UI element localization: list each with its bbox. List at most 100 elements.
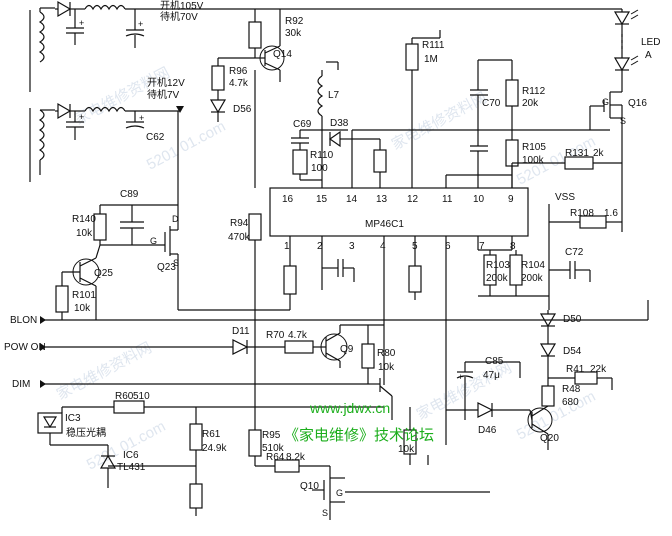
svg-text:R70: R70 [266, 330, 285, 341]
svg-text:4: 4 [380, 241, 386, 252]
svg-text:S: S [322, 508, 328, 518]
svg-text:R110: R110 [310, 150, 334, 161]
svg-text:R94: R94 [230, 218, 249, 229]
diode-d11 [232, 339, 249, 355]
svg-text:10: 10 [473, 194, 485, 205]
svg-text:R140: R140 [72, 214, 96, 225]
svg-text:C70: C70 [482, 98, 501, 109]
svg-text:Q20: Q20 [540, 433, 559, 444]
svg-text:2: 2 [317, 241, 323, 252]
svg-text:R103: R103 [486, 260, 510, 271]
svg-text:D54: D54 [563, 346, 582, 357]
inductor-symbol [84, 4, 126, 11]
svg-text:14: 14 [346, 194, 358, 205]
svg-text:9: 9 [508, 194, 514, 205]
svg-text:6: 6 [445, 241, 451, 252]
svg-text:+: + [138, 19, 143, 29]
svg-text:R96: R96 [229, 66, 248, 77]
svg-text:R64: R64 [266, 452, 285, 463]
svg-text:R104: R104 [521, 260, 545, 271]
signal-label-dim: DIM [12, 379, 30, 390]
svg-text:2k: 2k [593, 148, 605, 159]
svg-text:200k: 200k [521, 273, 544, 284]
r94: R94 470k [228, 213, 262, 430]
led-symbol [613, 11, 631, 26]
diode-symbol [57, 102, 72, 120]
svg-text:S: S [620, 116, 626, 126]
svg-text:R41: R41 [566, 364, 585, 375]
svg-text:L7: L7 [328, 90, 340, 101]
svg-text:510: 510 [133, 391, 150, 402]
svg-text:680: 680 [562, 397, 579, 408]
svg-text:Q23: Q23 [157, 262, 176, 273]
svg-text:7: 7 [479, 241, 485, 252]
svg-text:+: + [79, 18, 84, 28]
svg-text:Q14: Q14 [273, 49, 292, 60]
resistor-pin1 [283, 265, 297, 295]
signal-label-blon: BLON [10, 315, 37, 326]
diode-d46 [477, 402, 494, 418]
q14-stage: R92 30k Q14 R96 4.7k D56 [209, 9, 304, 188]
svg-text:R112: R112 [522, 86, 546, 97]
watermark-text: 5201 01.com [144, 118, 229, 174]
svg-text:4.7k: 4.7k [229, 78, 249, 89]
svg-text:100k: 100k [522, 155, 545, 166]
control-lines: BLON POW ON DIM [4, 300, 649, 390]
svg-text:稳压光耦: 稳压光耦 [66, 426, 106, 439]
transistor-q9 [320, 333, 348, 361]
svg-text:R61: R61 [202, 429, 221, 440]
ic-mp46c1: MP46C1 16 15 14 13 12 11 10 9 1 2 3 4 5 … [269, 174, 549, 445]
svg-text:G: G [336, 488, 343, 498]
led-symbol [613, 57, 631, 72]
q23-q25-stage: C89 R140 10k D G S Q23 Q25 R101 10k [55, 111, 179, 320]
svg-text:A: A [645, 50, 652, 61]
svg-text:R80: R80 [377, 348, 396, 359]
svg-text:13: 13 [376, 194, 388, 205]
diode-symbol [57, 0, 72, 18]
svg-text:C72: C72 [565, 247, 584, 258]
supply-label-standby: 待机70V [160, 10, 198, 23]
svg-text:Q9: Q9 [340, 344, 354, 355]
supply-label-on: 开机105V [160, 0, 204, 12]
svg-text:IC6: IC6 [123, 450, 139, 461]
resistor-r112 [505, 79, 519, 107]
q20-stage: + C85 47μ D46 Q20 D50 D54 R41 22k R48 68 [446, 310, 613, 450]
ic-top-pins: 16 15 14 13 12 11 10 9 [282, 194, 514, 205]
resistor-pin13 [373, 149, 387, 173]
svg-text:11: 11 [442, 194, 453, 205]
svg-text:S: S [173, 258, 179, 268]
svg-text:4.7k: 4.7k [288, 330, 308, 341]
resistor-r101 [55, 285, 69, 313]
svg-text:8.2k: 8.2k [286, 452, 306, 463]
resistor-r95 [248, 429, 262, 457]
svg-text:510k: 510k [262, 443, 285, 454]
svg-text:16: 16 [282, 194, 294, 205]
resistor-r94 [248, 213, 262, 241]
svg-text:D11: D11 [232, 326, 250, 337]
svg-text:D56: D56 [233, 104, 252, 115]
svg-text:200k: 200k [486, 273, 509, 284]
svg-text:Q25: Q25 [94, 268, 113, 279]
rail-12v: + + C62 开机12V 待机7V [55, 76, 185, 143]
svg-text:15: 15 [316, 194, 328, 205]
diode-d50 [539, 313, 557, 328]
resistor-r70 [284, 340, 314, 354]
resistor-r96 [211, 65, 225, 91]
svg-text:10k: 10k [74, 303, 91, 314]
resistor-r111 [405, 43, 419, 71]
resistor-lower [189, 483, 203, 509]
svg-text:R111: R111 [422, 40, 445, 51]
resistor-r60 [113, 400, 145, 414]
svg-text:LED: LED [641, 37, 660, 48]
svg-text:10k: 10k [378, 362, 395, 373]
cap-label: C62 [146, 132, 165, 143]
supply-label-standby: 待机7V [147, 88, 180, 101]
svg-text:20k: 20k [522, 98, 539, 109]
svg-text:D50: D50 [563, 314, 582, 325]
svg-text:R48: R48 [562, 384, 581, 395]
site-forum: 《家电维修》技术论坛 [284, 427, 434, 444]
svg-text:D38: D38 [330, 118, 349, 129]
diode-d56 [209, 99, 227, 114]
supply-label-on: 开机12V [147, 76, 185, 89]
